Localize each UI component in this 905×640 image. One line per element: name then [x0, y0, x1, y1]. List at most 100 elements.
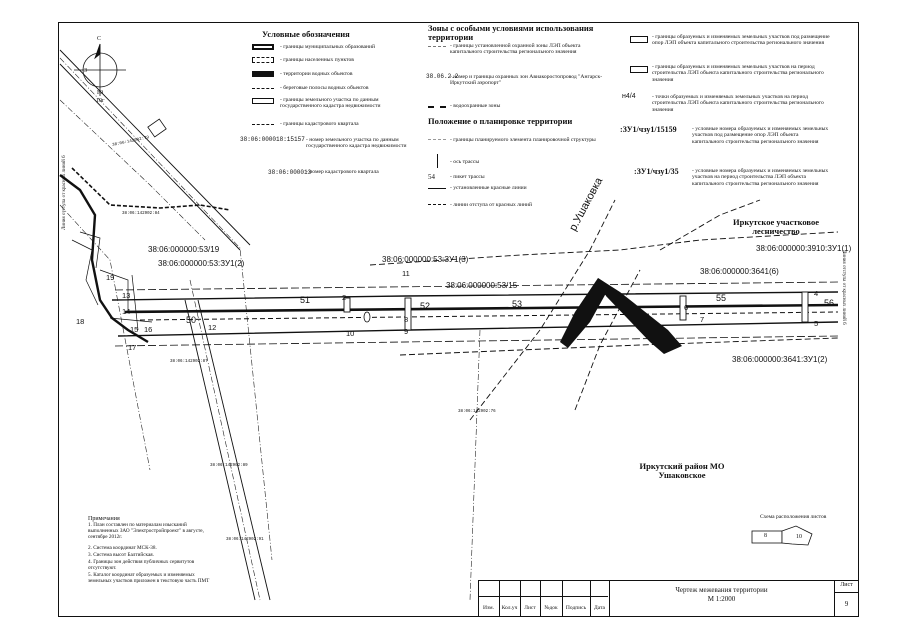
legend-swatch-offset-line — [428, 204, 446, 205]
legend-swatch-lep-zone — [428, 46, 446, 47]
quarter-label: 38:06:142902:87 — [170, 360, 208, 364]
legend-mid-item: - ось трассы — [450, 159, 480, 165]
legend-mid-item: - номер и границы охранных зон Авиакорос… — [450, 74, 603, 87]
notes-line: 4. Границы зон действия публичных сервит… — [88, 559, 195, 571]
legend-quarter-sample: 38:06:000013 — [268, 169, 312, 176]
legend-swatch-parcel — [252, 98, 274, 104]
stamp-title: Чертеж межевания территории — [675, 586, 768, 594]
legend-swatch-support-parcel — [630, 36, 648, 43]
parcel-label: 38:06:000000:53:ЗУ1(2) — [158, 259, 245, 268]
legend-right-item: - точки образуемых и изменяемых земельны… — [652, 94, 824, 113]
picket-label: 55 — [716, 293, 727, 303]
picket-label: 56 — [824, 298, 835, 308]
legend-mid-item: - линии отступа от красных линий — [450, 202, 532, 208]
legend-left-item: - береговые полосы водных объектов — [280, 85, 369, 91]
point-label: 11 — [402, 269, 410, 278]
legend-swatch-quarter — [252, 124, 274, 125]
legend-right-item: - условные номера образуемых и изменяемы… — [692, 168, 829, 187]
compass-north: С — [97, 36, 102, 42]
picket-label: 50 — [186, 315, 197, 325]
scheme-left-sheet: 8 — [764, 533, 767, 539]
point-label: 19 — [106, 273, 115, 282]
legend-left-item: - номер земельного участка по данным гос… — [306, 137, 407, 150]
compass-rose — [74, 43, 126, 96]
stamp-col-list: Лист — [524, 605, 536, 611]
quarter-label: 38:06:142902:84 — [122, 212, 160, 216]
district-label: Иркутский район МО Ушаковское — [639, 461, 725, 480]
stamp-col-podpis: Подпись — [565, 605, 587, 611]
stamp-col-line — [540, 580, 541, 617]
stamp-sheet-number: 9 — [844, 600, 849, 608]
point-label: 14 — [122, 307, 131, 316]
legend-zone-code: 38.06.2.2 — [426, 73, 459, 80]
legend-swatch-shore — [252, 88, 274, 89]
point-label: 18 — [76, 317, 85, 326]
legend-code-1: :ЗУ1/чзу1/15159 — [620, 125, 677, 134]
sheet-scheme — [751, 525, 813, 546]
legend-left-item: - границы земельного участка по данным г… — [280, 97, 381, 110]
stamp-col-line — [590, 580, 591, 617]
point-label: 9 — [404, 327, 409, 336]
parcel-label: 38:06:000000:53:ЗУ1(3) — [382, 255, 469, 264]
municipal-border — [59, 174, 149, 344]
river-water — [560, 278, 610, 348]
legend-point-sample: н4/4 — [622, 93, 636, 100]
picket-label: 52 — [420, 301, 431, 311]
point-label: 7 — [700, 315, 705, 324]
legend-swatch-water-zone — [428, 106, 446, 108]
legend-swatch-settlement — [252, 57, 274, 63]
compass-west: З — [84, 68, 88, 74]
legend-mid-item: - пикет трассы — [450, 174, 485, 180]
stamp-col-izm: Изм. — [483, 605, 494, 611]
point-label: 10 — [346, 329, 355, 338]
parcel-label: 38:06:000000:53/19 — [148, 245, 220, 254]
legend-swatch-plan-element — [428, 139, 446, 140]
quarter-label: 38:06:142902:89 — [210, 464, 248, 468]
legend-left-item: - границы муниципальных образований — [280, 44, 376, 50]
legend-left-title: Условные обозначения — [262, 29, 350, 39]
stamp-col-line — [499, 580, 500, 617]
quarter-border — [59, 57, 273, 561]
scheme-title: Схема расположения листов — [760, 514, 827, 520]
title-block — [478, 580, 859, 617]
legend-mid-item: - установленные красные линии — [450, 185, 527, 191]
legend-code-2: :ЗУ1/чзу1/35 — [634, 167, 679, 176]
legend-swatch-construction-parcel — [630, 66, 648, 73]
legend-right-item: - условные номера образуемых и изменяемы… — [692, 126, 829, 145]
notes-title: Примечания — [88, 516, 120, 522]
point-label: 2 — [342, 293, 347, 302]
legend-mid-title-1: Зоны с особыми условиями использования т… — [428, 23, 594, 42]
notes-line: 1. План составлен по материалам изыскани… — [88, 522, 204, 540]
picket-label: 51 — [300, 295, 311, 305]
point-label: 8 — [404, 315, 409, 324]
stamp-col-line — [520, 580, 521, 617]
picket-label: 53 — [512, 299, 523, 309]
parcel-label: 38:06:000000:3641:ЗУ1(2) — [732, 355, 828, 364]
stamp-col-ndok: №док — [544, 605, 558, 611]
parcel-label: 38:06:000000:3910:ЗУ1(1) — [756, 244, 852, 253]
drawing-frame — [58, 22, 859, 617]
parcel-label: 38:06:000000:3641(6) — [700, 267, 779, 276]
route-axis — [124, 303, 839, 314]
stamp-divider — [478, 596, 608, 597]
compass-south: Ю — [97, 90, 104, 96]
stamp-col-data: Дата — [594, 605, 605, 611]
notes-line: 3. Система высот Балтийская. — [88, 552, 154, 558]
legend-left-item: - границы населенных пунктов — [280, 57, 354, 63]
legend-mid-item: - границы планируемого элемента планиров… — [450, 137, 596, 143]
point-label: 15 — [130, 325, 139, 334]
stamp-col-line — [609, 580, 610, 617]
legend-left-item: - номер кадастрового квартала — [306, 169, 379, 175]
compass-scale: 10г — [96, 98, 105, 104]
legend-left-item: - территории водных объектов — [280, 71, 353, 77]
point-label: 5 — [814, 319, 819, 328]
point-label: 16 — [144, 325, 153, 334]
legend-parcel-sample: 38:06:000018:15157 — [240, 136, 305, 143]
stamp-col-koluch: Кол.уч — [501, 605, 518, 611]
legend-picket-sample: 54 — [428, 173, 435, 181]
legend-mid-title-2: Положение о планировке территории — [428, 116, 573, 126]
point-label: 4 — [814, 289, 819, 298]
quarter-label: 38:06:142902:76 — [458, 410, 496, 414]
